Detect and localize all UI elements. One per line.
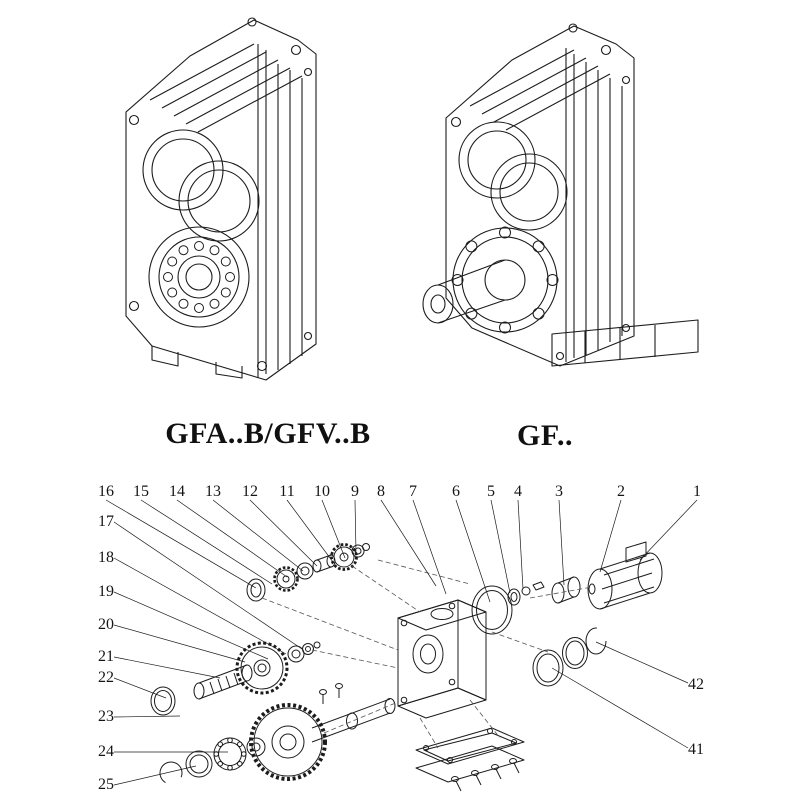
part-callout: 15 <box>133 483 149 500</box>
part-callout: 4 <box>514 483 522 500</box>
part-callout: 13 <box>205 483 221 500</box>
part-callout: 6 <box>452 483 460 500</box>
assembly-axis-lines <box>261 559 593 749</box>
part-callout: 18 <box>98 549 114 566</box>
figure-label-right: GF.. <box>517 419 573 452</box>
figure-gfab-drawing <box>125 17 317 381</box>
part-callout: 5 <box>487 483 495 500</box>
leader-lines <box>105 499 698 786</box>
part-callout: 1 <box>693 483 701 500</box>
part-callout: 41 <box>688 741 704 758</box>
figure-label-left: GFA..B/GFV..B <box>165 417 371 450</box>
figure-gf-drawing <box>422 23 699 367</box>
part-callout: 7 <box>409 483 417 500</box>
part-callout: 16 <box>98 483 114 500</box>
part-callout: 21 <box>98 648 114 665</box>
part-callout: 20 <box>98 616 114 633</box>
part-callout: 10 <box>314 483 330 500</box>
exploded-view-drawing <box>150 541 663 792</box>
part-callout: 22 <box>98 669 114 686</box>
part-callout: 17 <box>98 513 114 530</box>
part-callout: 23 <box>98 708 114 725</box>
part-callout: 24 <box>98 743 114 760</box>
part-callout: 8 <box>377 483 385 500</box>
part-callout: 2 <box>617 483 625 500</box>
part-callout: 42 <box>688 676 704 693</box>
part-callout: 19 <box>98 583 114 600</box>
part-callout: 9 <box>351 483 359 500</box>
part-callout: 14 <box>169 483 185 500</box>
part-callout: 3 <box>555 483 563 500</box>
part-callout: 12 <box>242 483 258 500</box>
part-callout: 25 <box>98 776 114 793</box>
part-callout: 11 <box>279 483 295 500</box>
